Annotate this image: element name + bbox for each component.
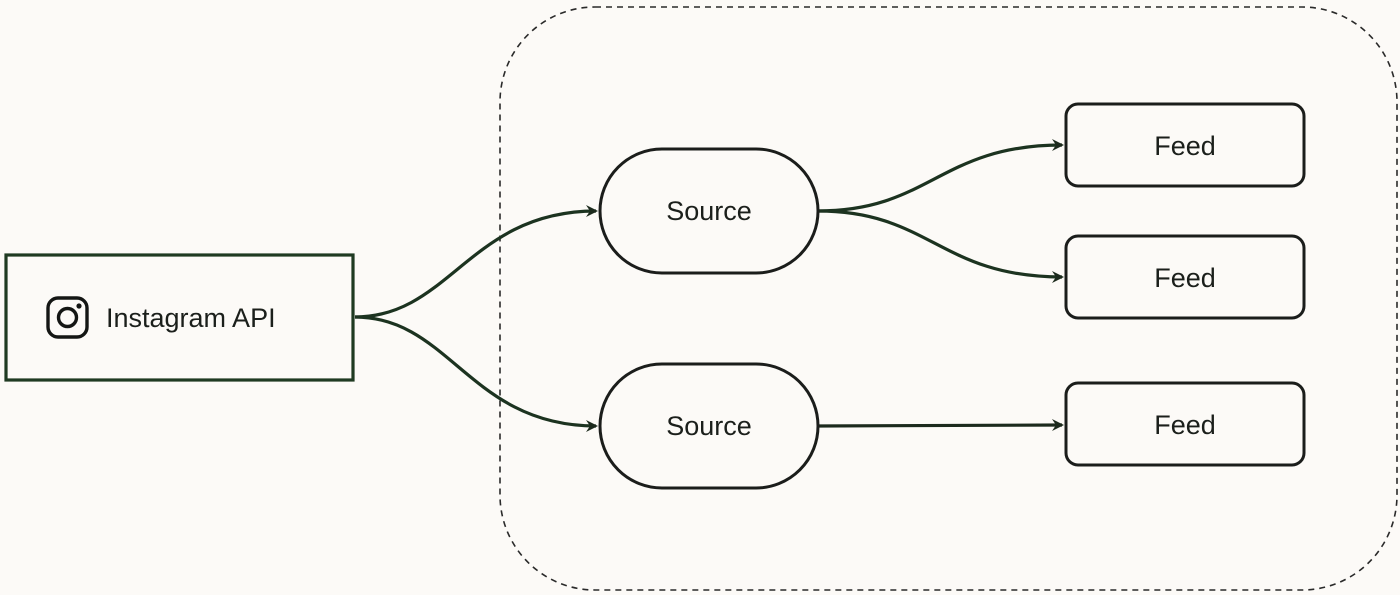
source-group-container [499, 6, 1398, 591]
instagram-api-node[interactable]: Instagram API [4, 253, 355, 382]
feed-label: Feed [1154, 131, 1216, 161]
feed-node-3[interactable]: Feed [1064, 381, 1306, 467]
edge-source-1-to-feed-2 [817, 209, 1064, 283]
feed-label: Feed [1154, 263, 1216, 293]
feed-node-2[interactable]: Feed [1064, 234, 1306, 320]
source-node-2[interactable]: Source [598, 362, 820, 490]
feed-node-1[interactable]: Feed [1064, 102, 1306, 188]
source-label: Source [666, 411, 752, 441]
source-node-1[interactable]: Source [598, 147, 820, 275]
edge-api-to-source-2 [354, 315, 598, 432]
edge-source-2-to-feed-3 [817, 419, 1064, 432]
edge-source-1-to-feed-1 [817, 139, 1064, 213]
instagram-icon [46, 296, 89, 339]
edge-api-to-source-1 [354, 205, 598, 319]
feed-label: Feed [1154, 410, 1216, 440]
source-label: Source [666, 196, 752, 226]
instagram-api-label: Instagram API [106, 303, 276, 333]
